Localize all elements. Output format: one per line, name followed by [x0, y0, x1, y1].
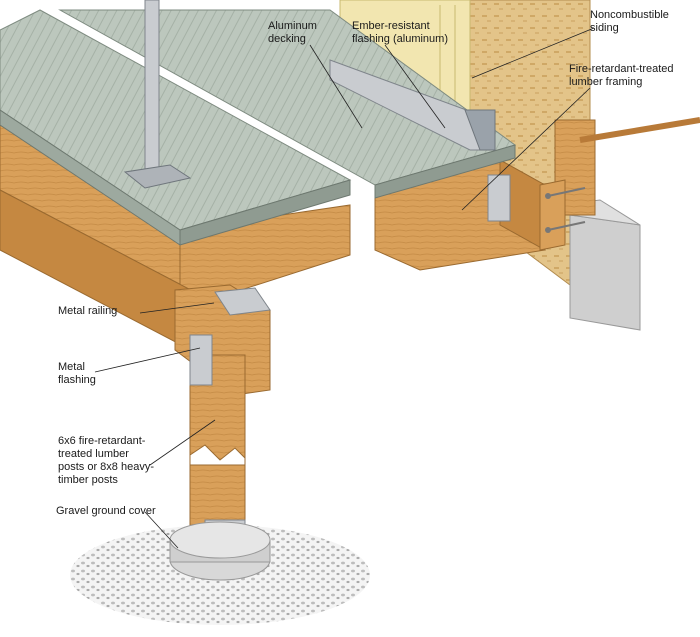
label-metal-railing: Metal railing — [58, 305, 118, 317]
label-ember-flashing: Ember-resistant flashing (aluminum) — [352, 20, 448, 45]
label-posts: 6x6 fire-retardant- treated lumber posts… — [58, 435, 154, 486]
metal-flashing-plate — [189, 334, 213, 386]
concrete-foundation — [554, 117, 700, 331]
label-noncombustible-siding: Noncombustible siding — [590, 9, 669, 34]
label-metal-flashing: Metal flashing — [58, 361, 96, 386]
label-aluminum-decking: Aluminum decking — [268, 20, 317, 45]
back-decking — [58, 9, 517, 199]
front-decking — [0, 9, 352, 246]
siding-flashing — [464, 109, 496, 151]
leader-lines — [94, 27, 595, 549]
gravel-ground — [70, 521, 370, 625]
metal-railing — [123, 0, 192, 189]
label-framing: Fire-retardant-treated lumber framing — [569, 63, 674, 88]
label-gravel: Gravel ground cover — [56, 505, 156, 517]
post — [189, 334, 246, 551]
